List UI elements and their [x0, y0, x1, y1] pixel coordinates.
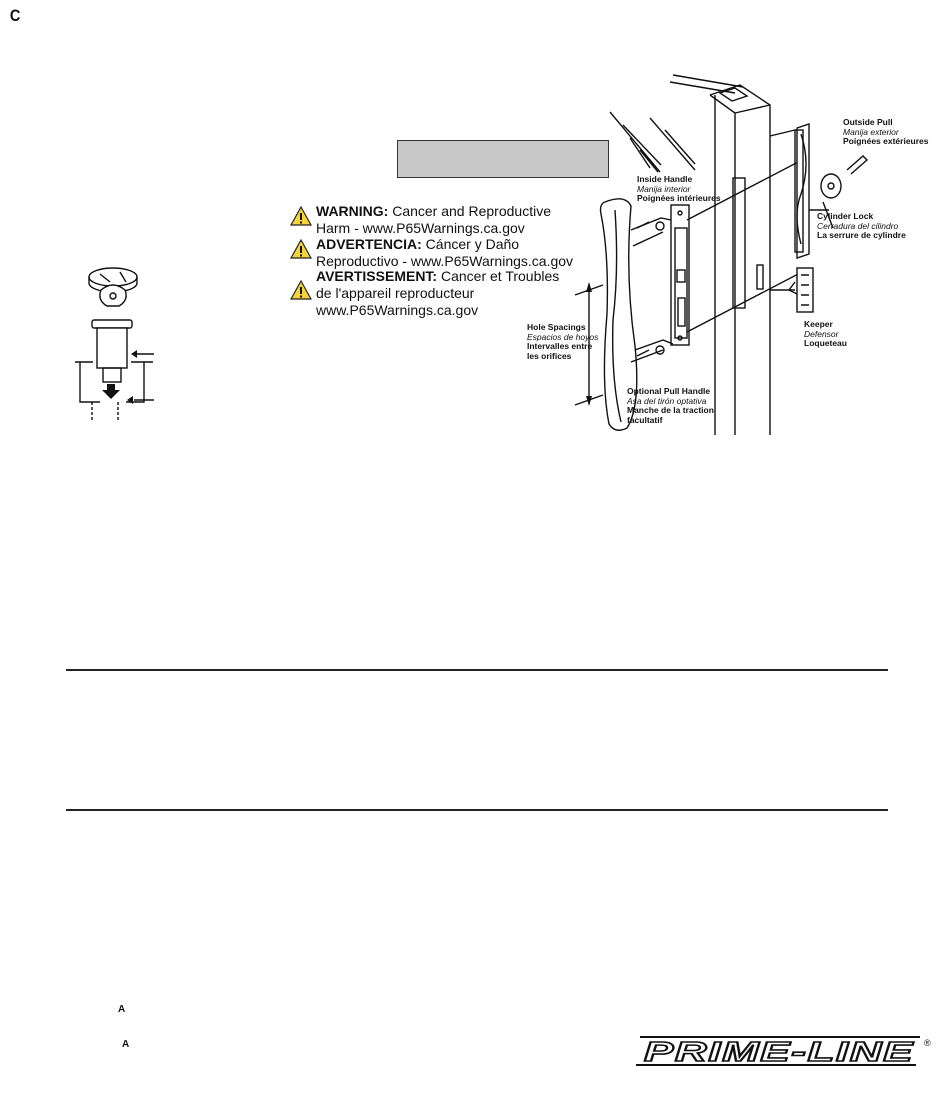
label-keeper: Keeper Defensor Loqueteau: [804, 319, 847, 349]
label-cylinder-lock: Cylinder Lock Cerradura del cilindro La …: [817, 211, 906, 241]
label-es: Manija interior: [637, 183, 691, 194]
label-en: Inside Handle: [637, 174, 693, 184]
label-fr: Poignées intérieures: [637, 193, 721, 203]
warning-triangle-icon: [290, 206, 312, 226]
prime-line-logo: PRIME-LINE ®: [634, 1034, 934, 1073]
label-es: Manija exterior: [843, 126, 899, 137]
label-en: Keeper: [804, 319, 833, 329]
warning-text-line2: Reproductivo - www.P65Warnings.ca.gov: [316, 253, 574, 269]
warning-text-line1: Cancer et Troubles: [437, 268, 560, 284]
label-fr: Loqueteau: [804, 338, 847, 348]
label-es: Cerradura del cilindro: [817, 220, 899, 231]
door-handle-diagram: [574, 74, 869, 435]
label-optional-pull-handle: Optional Pull Handle Asa del tirón optat…: [627, 386, 714, 425]
label-outside-pull: Outside Pull Manija exterior Poignées ex…: [843, 117, 929, 147]
warning-triangle-icon: [290, 280, 312, 300]
label-en: Cylinder Lock: [817, 211, 874, 221]
cylinder-install-illustration: [75, 267, 154, 420]
registered-mark: ®: [924, 1038, 931, 1048]
label-fr: Manche de la traction: [627, 405, 714, 415]
warning-label: AVERTISSEMENT:: [316, 268, 438, 284]
label-fr: La serrure de cylindre: [817, 230, 906, 240]
label-en: Hole Spacings: [527, 322, 586, 332]
section-divider: [66, 669, 888, 671]
warning-text-line2: de l'appareil reproducteur: [316, 285, 475, 301]
warning-text-line2: Harm - www.P65Warnings.ca.gov: [316, 220, 525, 236]
label-en: Outside Pull: [843, 117, 893, 127]
warning-label: WARNING:: [316, 203, 389, 219]
prime-line-logo-mark: PRIME-LINE ®: [636, 1035, 931, 1068]
warning-text-line1: Cancer and Reproductive: [388, 203, 551, 219]
warning-triangle-icon: [290, 239, 312, 259]
marker-a: A: [118, 1004, 126, 1015]
label-es: Espacios de hoyos: [527, 331, 599, 342]
label-fr: Intervalles entre: [527, 341, 593, 351]
warning-text-line1: Cáncer y Daño: [421, 236, 520, 252]
warning-label: ADVERTENCIA:: [316, 236, 422, 252]
section-divider: [66, 809, 888, 811]
gray-label-box: [397, 140, 609, 178]
label-hole-spacings: Hole Spacings Espacios de hoyos Interval…: [527, 322, 599, 361]
label-es: Asa del tirón optativa: [627, 395, 707, 406]
warning-text-line3: www.P65Warnings.ca.gov: [316, 302, 479, 318]
label-fr: facultatif: [627, 414, 663, 425]
label-fr: Poignées extérieures: [843, 136, 929, 146]
label-fr: les orifices: [527, 350, 572, 361]
section-letter: C: [9, 6, 21, 25]
label-en: Optional Pull Handle: [627, 386, 711, 396]
label-inside-handle: Inside Handle Manija interior Poignées i…: [637, 174, 721, 204]
label-es: Defensor: [804, 328, 839, 339]
brand-wordmark: PRIME-LINE: [644, 1036, 915, 1067]
marker-a: A: [122, 1039, 130, 1050]
